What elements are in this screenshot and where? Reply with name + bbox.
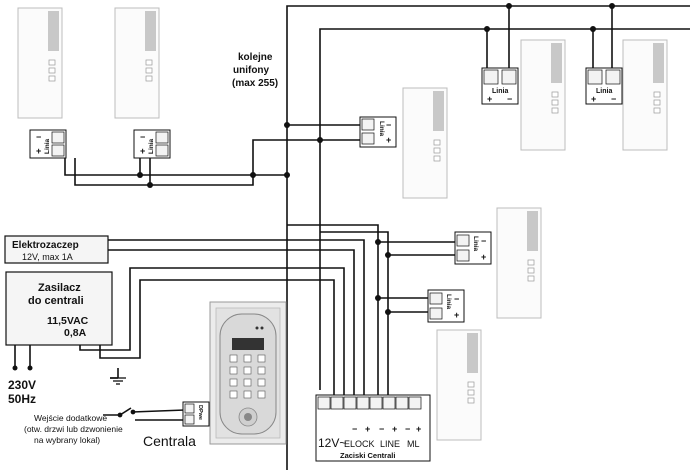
terminal-elock-label: ELOCK [344,439,375,449]
psu-current: 0,8A [64,327,87,339]
svg-text:Linia: Linia [596,88,612,95]
mains-voltage: 230V [8,378,36,392]
linia-terminal-top-right-1: Linia + − [481,67,519,105]
terminal-line-label: LINE [380,439,400,449]
extra-input-label-3: na wybrany lokal) [34,435,100,445]
svg-text:+: + [365,424,370,434]
central-panel [209,301,287,445]
linia-terminal-right-1: − + Linia [454,231,492,265]
svg-text:Linia: Linia [472,236,479,252]
svg-text:−: − [481,236,486,246]
next-handsets-label-1: kolejne [238,52,273,63]
handset-top-left-2 [114,7,160,119]
svg-text:DPwe: DPwe [197,405,203,420]
linia-terminal-left-1: − + Linia [29,129,67,159]
svg-text:+: + [392,424,397,434]
svg-text:−: − [379,424,384,434]
extra-input-terminal: DPwe [182,401,210,427]
psu-title-2: do centrali [28,295,84,307]
svg-text:−: − [611,94,616,104]
ground-icon [110,377,126,385]
handset-top-left-1 [17,7,63,119]
svg-text:−: − [507,94,512,104]
electro-box: Elektrozaczep 12V, max 1A [4,235,109,264]
svg-text:−: − [36,132,41,142]
mains-freq: 50Hz [8,392,36,406]
svg-text:+: + [386,135,391,145]
svg-text:−: − [386,120,391,130]
junction-dots [12,3,615,371]
svg-text:+: + [454,310,459,320]
svg-text:+: + [481,252,486,262]
svg-text:−: − [140,132,145,142]
svg-text:−: − [454,294,459,304]
terminal-12v-label: 12V~ [318,436,346,450]
svg-text:Linia: Linia [148,138,155,154]
extra-input-label-1: Wejście dodatkowe [34,413,107,423]
electro-spec: 12V, max 1A [22,252,73,262]
svg-text:+: + [36,146,41,156]
svg-text:Linia: Linia [44,138,51,154]
central-label: Centrala [143,433,196,449]
extra-input-switch-icon [117,409,136,418]
electro-title: Elektrozaczep [12,240,79,251]
linia-terminal-right-2: − + Linia [427,289,465,323]
linia-terminal-middle: − + Linia [359,116,397,148]
linia-terminal-left-2: − + Linia [133,129,171,159]
central-terminal-strip: − + − + − + 12V~ ELOCK LINE ML Zaciski C… [315,394,431,462]
psu-box: Zasilacz do centrali 11,5VAC 0,8A [5,271,113,346]
linia-terminal-top-right-2: Linia + − [585,67,623,105]
svg-text:−: − [405,424,410,434]
svg-text:Linia: Linia [378,121,385,137]
svg-text:+: + [416,424,421,434]
psu-voltage: 11,5VAC [47,315,89,327]
extra-input-label-2: (otw. drzwi lub dzwonienie [24,424,123,434]
svg-text:+: + [140,146,145,156]
svg-text:+: + [487,94,492,104]
handset-top-right-2 [622,39,668,151]
next-handsets-label-2: unifony [233,65,270,76]
handset-bottom-right [436,329,482,441]
wires [14,5,690,470]
handset-top-right-1 [520,39,566,151]
psu-title-1: Zasilacz [38,282,81,294]
handset-middle-right [402,87,448,199]
next-handsets-label-3: (max 255) [232,78,278,89]
svg-text:+: + [591,94,596,104]
svg-text:Linia: Linia [445,294,452,310]
terminal-ml-label: ML [407,439,420,449]
svg-text:Linia: Linia [492,88,508,95]
svg-text:−: − [352,424,357,434]
handset-right-2 [496,207,542,319]
terminal-strip-title: Zaciski Centrali [340,451,395,460]
